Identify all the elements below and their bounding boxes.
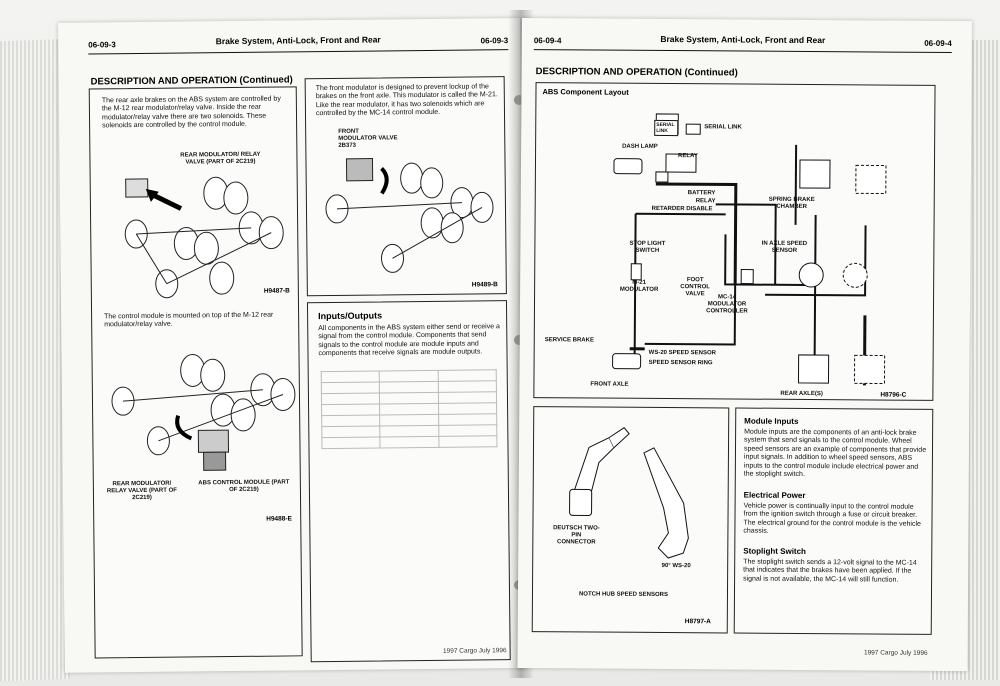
retarder-disable-label: RETARDER DISABLE [651,205,713,213]
spring-brake-label: SPRING BRAKE CHAMBER [768,196,815,210]
stoplight-switch-title: Stoplight Switch [743,546,806,556]
in-axle-sensor-label: IN AXLE SPEED SENSOR [761,240,808,254]
left-header-title: Brake System, Anti-Lock, Front and Rear [215,34,381,47]
control-module-paragraph: The control module is mounted on top of … [104,311,274,329]
speed-sensor-ring-label: SPEED SENSOR RING [648,359,713,367]
stoplight-switch-paragraph: The stoplight switch sends a 12-volt sig… [743,558,917,584]
notch-hub-caption: NOTCH HUB SPEED SENSORS [578,591,669,599]
right-header: 06-09-4 Brake System, Anti-Lock, Front a… [533,33,952,54]
dash-lamp-label: DASH LAMP [622,143,658,150]
inputs-outputs-box: Inputs/Outputs All components in the ABS… [306,300,511,663]
layout-fig-code: H8796-C [880,391,907,399]
right-page: 06-09-4 Brake System, Anti-Lock, Front a… [517,18,972,672]
battery-label: BATTERY [687,190,716,197]
module-inputs-paragraph: Module inputs are the components of an a… [743,428,927,479]
serial-link-box: SERIAL LINK [654,119,679,137]
sensors-box: DEUTSCH TWO-PIN CONNECTOR 90° WS-20 NOTC… [531,406,730,634]
relay2-label: RELAY [695,198,716,205]
left-header: 06-09-3 Brake System, Anti-Lock, Front a… [88,34,509,55]
stop-light-switch-label: STOP LIGHT SWITCH [629,240,666,254]
module-mount-drawing [111,353,296,471]
rear-axle-drawing [124,176,284,299]
left-column-box: The rear axle brakes on the ABS system a… [88,86,303,659]
right-page-number: 06-09-4 [924,38,952,49]
rear-axle-label: REAR AXLE(S) [780,390,823,398]
right-footer: 1997 Cargo July 1996 [863,649,928,657]
right-header-title: Brake System, Anti-Lock, Front and Rear [660,33,826,46]
front-modulator-box: The front modulator is designed to preve… [304,76,507,297]
mc14-controller-label: MC-14 MODULATOR CONTROLLER [706,294,748,315]
left-section-title: DESCRIPTION AND OPERATION (Continued) [90,74,293,88]
fig1-code: H9487-B [263,287,290,295]
abs-layout-diagram [612,113,887,386]
electrical-power-paragraph: Vehicle power is continually input to th… [743,502,921,535]
rear-modulator-paragraph: The rear axle brakes on the ABS system a… [101,95,281,130]
fig3-code: H9489-B [471,281,498,289]
front-axle-label: FRONT AXLE [590,381,629,388]
ws20-sensor-label: WS-20 SPEED SENSOR [648,349,717,357]
left-page: 06-09-3 Brake System, Anti-Lock, Front a… [58,18,527,673]
serial-link-label: SERIAL LINK [704,124,742,131]
fig3-label: FRONT MODULATOR VALVE 2B373 [338,128,398,149]
right-section-title: DESCRIPTION AND OPERATION (Continued) [535,66,738,79]
left-page-number-right: 06-09-3 [480,36,509,46]
inputs-outputs-paragraph: All components in the ABS system either … [318,323,500,358]
sensors-fig-code: H8797-A [684,618,711,626]
fig2-code: H9488-E [266,515,292,523]
inputs-outputs-title: Inputs/Outputs [318,310,383,322]
binder-hole [514,95,524,105]
speed-sensors-drawing [569,427,689,559]
module-inputs-box: Module Inputs Module inputs are the comp… [733,407,934,635]
front-modulator-paragraph: The front modulator is designed to preve… [315,83,498,118]
deutsch-connector-label: DEUTSCH TWO-PIN CONNECTOR [553,525,600,546]
front-axle-drawing [325,158,494,273]
relay-label: RELAY [678,153,698,160]
module-inputs-title: Module Inputs [744,416,799,426]
m21-modulator-label: M-21 MODULATOR [619,279,659,293]
fig2-label-valve: REAR MODULATOR/ RELAY VALVE (PART OF 2C2… [106,480,177,502]
electrical-power-title: Electrical Power [743,490,806,500]
fig2-label-module: ABS CONTROL MODULE (PART OF 2C219) [198,479,290,494]
left-footer: 1997 Cargo July 1996 [442,647,507,655]
bleed-through-table [321,369,498,449]
fig1-label: REAR MODULATOR/ RELAY VALVE (PART OF 2C2… [180,151,261,166]
ws20-90-label: 90° WS-20 [661,562,691,570]
abs-layout-box: ABS Component Layout [533,82,936,401]
service-brake-label: SERVICE BRAKE [544,337,595,344]
